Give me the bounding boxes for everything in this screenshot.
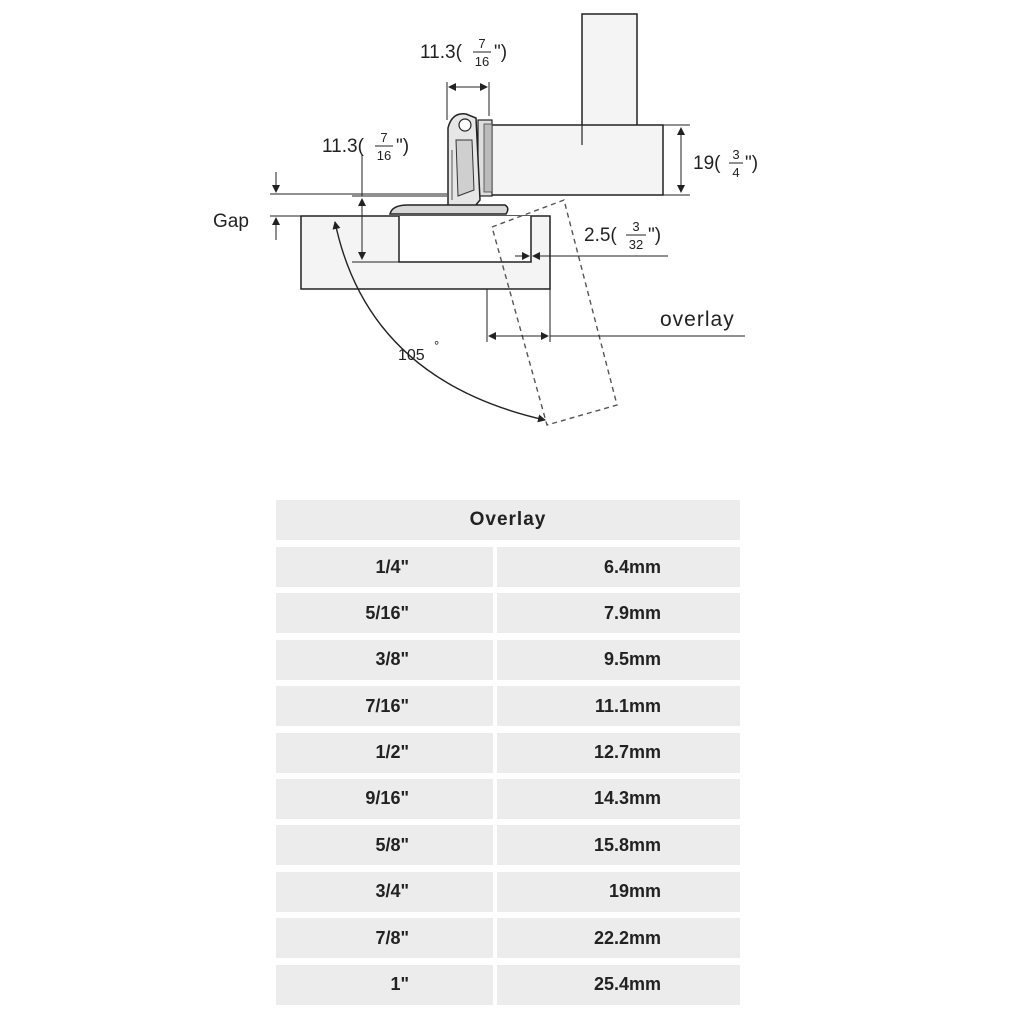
dim-denominator: 16: [475, 54, 489, 69]
dim-numerator: 3: [632, 219, 639, 234]
mm-cell: 6.4mm: [497, 547, 740, 587]
table-row: 1/2"12.7mm: [276, 732, 740, 773]
degree-symbol: °: [434, 338, 439, 353]
table-row: 5/8"15.8mm: [276, 825, 740, 866]
hinge-diagram: 11.3( 7 16 ") 11.3( 7 16 ") 19( 3 4 ") 2…: [213, 13, 758, 426]
mm-cell: 12.7mm: [497, 732, 740, 773]
inch-cell: 9/16": [276, 778, 493, 819]
dim-main-text: 19(: [693, 153, 721, 174]
door-open-outline: [491, 199, 618, 426]
mm-cell: 11.1mm: [497, 686, 740, 727]
dim-numerator: 3: [732, 147, 739, 162]
inch-cell: 5/16": [276, 593, 493, 634]
mm-cell: 14.3mm: [497, 778, 740, 819]
table-header: Overlay: [276, 500, 740, 540]
dim-denominator: 16: [377, 148, 391, 163]
inch-cell: 3/8": [276, 639, 493, 680]
inch-cell: 7/8": [276, 918, 493, 959]
table-row: 1"25.4mm: [276, 964, 740, 1005]
dim-tail-text: "): [494, 42, 507, 63]
inch-cell: 1/4": [276, 547, 493, 587]
dim-denominator: 32: [629, 237, 643, 252]
right-dimension-label: 19( 3 4 "): [693, 147, 758, 180]
table-row: 3/4"19mm: [276, 871, 740, 912]
mm-cell: 25.4mm: [497, 964, 740, 1005]
inch-cell: 3/4": [276, 871, 493, 912]
dim-tail-text: "): [396, 136, 409, 157]
inch-cell: 1": [276, 964, 493, 1005]
angle-label: 105: [398, 347, 425, 364]
top-dimension-label: 11.3( 7 16 "): [420, 36, 507, 69]
dim-main-text: 2.5(: [584, 225, 617, 246]
mm-cell: 7.9mm: [497, 593, 740, 634]
dim-tail-text: "): [745, 153, 758, 174]
inch-cell: 7/16": [276, 686, 493, 727]
table-row: 3/8"9.5mm: [276, 639, 740, 680]
dim-denominator: 4: [732, 165, 739, 180]
left-dimension-label: 11.3( 7 16 "): [322, 130, 409, 163]
cabinet-horizontal-panel: [490, 124, 664, 196]
table-row: 7/8"22.2mm: [276, 918, 740, 959]
inch-cell: 5/8": [276, 825, 493, 866]
mm-cell: 9.5mm: [497, 639, 740, 680]
dim-numerator: 7: [380, 130, 387, 145]
small-dimension-label: 2.5( 3 32 "): [584, 219, 661, 252]
table-row: 1/4"6.4mm: [276, 547, 740, 587]
mm-cell: 22.2mm: [497, 918, 740, 959]
inch-cell: 1/2": [276, 732, 493, 773]
table-row: 7/16"11.1mm: [276, 686, 740, 727]
hinge-cup: [389, 204, 509, 215]
overlay-label: overlay: [660, 308, 735, 331]
table-row: 5/16"7.9mm: [276, 593, 740, 634]
cabinet-side-panel: [581, 13, 638, 146]
opening-angle-arc: [332, 221, 546, 423]
gap-label: Gap: [213, 211, 249, 232]
dim-tail-text: "): [648, 225, 661, 246]
table-row: 9/16"14.3mm: [276, 778, 740, 819]
mm-cell: 19mm: [497, 871, 740, 912]
dim-main-text: 11.3(: [420, 42, 463, 63]
dim-numerator: 7: [478, 36, 485, 51]
dim-main-text: 11.3(: [322, 136, 365, 157]
mm-cell: 15.8mm: [497, 825, 740, 866]
